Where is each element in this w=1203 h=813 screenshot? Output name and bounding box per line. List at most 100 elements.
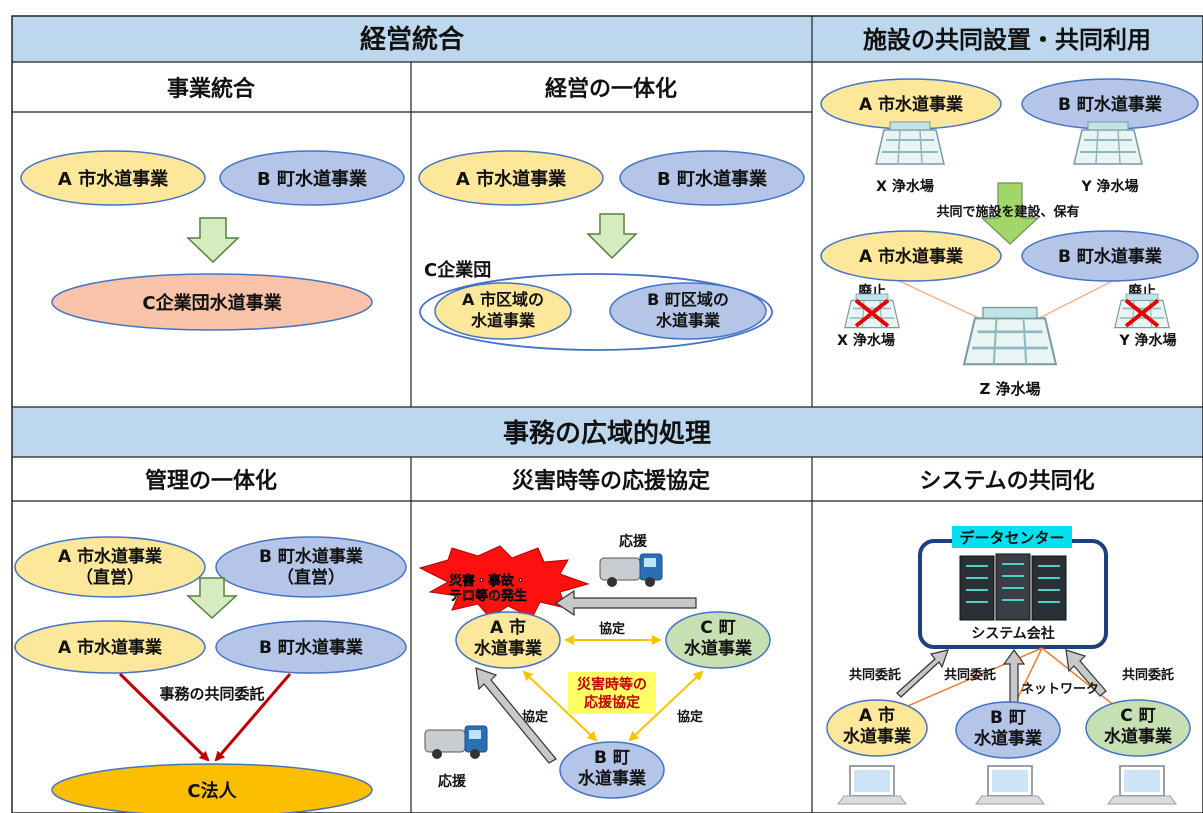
node-b-town-label-2: 水道事業 [974,728,1042,749]
header-facility-bg [812,16,1203,62]
node-b-town-label: B 町水道事業 [259,637,363,658]
agreement-label-left: 協定 [522,709,548,725]
node-a-city-direct-label-2: （直営） [76,567,144,588]
agreement-label-top: 協定 [599,621,625,637]
node-b-town-label-2: 水道事業 [578,768,646,789]
joint-arrow [980,182,1040,245]
node-b-town [955,701,1061,759]
node-a-city [20,150,206,206]
support-arrow-b-to-a [475,667,557,764]
node-a-area-label-2: 水道事業 [471,311,536,330]
datacenter-label: データセンター [959,529,1064,547]
node-b-area-label-2: 水道事業 [656,311,721,330]
subheader-system-sharing: システムの共同化 [919,468,1094,494]
node-a-city-label: A 市水道事業 [456,168,567,190]
x-plant-abolished-icon [843,293,901,329]
y-plant-abolished-icon [1114,293,1170,329]
consign-arrow-mid [1002,648,1026,707]
agreement-link-cb [628,670,704,742]
node-a-city-label-2: 水道事業 [843,726,911,747]
subheader-admin-unification: 管理の一体化 [145,468,277,494]
node-b-town-direct-label-1: B 町水道事業 [259,546,363,567]
node-b-town [619,150,805,206]
node-a-city-label: A 市水道事業 [58,168,169,190]
network-label: ネットワーク [1021,682,1099,697]
panel-system-sharing: データセンター システム会社 共同委託 共同委託 共同委託 ネットワー [826,526,1191,805]
node-a-city [455,611,561,669]
disaster-label-1: 災害・事故・ [449,573,527,589]
subheader-mgmt-unification: 経営の一体化 [545,76,677,102]
panel-disaster-agreement: 応援 災害・事故・ テロ等の発生 A 市 水道事業 C 町 水道事業 B 町 水… [418,533,771,799]
x-plant-label-2: X 浄水場 [837,332,895,349]
agreement-link-ab [522,670,598,742]
laptop-icon [837,765,907,805]
node-b-town [215,620,407,674]
y-plant-label: Y 浄水場 [1080,178,1138,195]
disaster-burst-icon [418,545,590,619]
node-b-town-direct [215,536,407,598]
center-label-2: 応援協定 [584,694,640,711]
consign-arrow-left [118,672,210,762]
panel-facility: A 市水道事業 B 町水道事業 X 浄水場 Y 浄水場 共同で施設を建設、保有 … [820,78,1199,398]
node-b-town-direct-label-2: （直営） [277,567,345,588]
node-c-town-label-2: 水道事業 [684,638,752,659]
node-c-group-label: C企業団水道事業 [142,292,282,314]
node-a-city-label: A 市水道事業 [58,637,162,658]
node-c-town [1085,699,1191,757]
company-label: システム会社 [971,625,1055,642]
node-c-group [51,273,373,331]
consign-label: 事務の共同委託 [159,685,264,703]
node-b-area [609,282,767,340]
node-b-town-label: B 町水道事業 [257,168,368,190]
disaster-label-2: テロ等の発生 [449,588,527,604]
node-b-area-label-1: B 町区域の [647,290,729,309]
node-a-city-direct-label-1: A 市水道事業 [58,546,162,567]
node-b-town-2-label: B 町水道事業 [1058,246,1162,267]
node-a-city-direct [14,536,206,598]
node-c-corp-label: C法人 [187,780,237,802]
support-label-bottom: 応援 [438,773,467,790]
node-c-town-label-2: 水道事業 [1104,726,1172,747]
panel-admin-unification: A 市水道事業 （直営） B 町水道事業 （直営） A 市水道事業 B 町水道事… [14,536,407,813]
z-plant-label: Z 浄水場 [979,380,1040,398]
node-a-city [826,699,928,757]
node-b-town [559,741,665,799]
node-a-area [434,282,572,340]
node-c-town [665,611,771,669]
node-a-city [418,150,604,206]
consign-label-left: 共同委託 [849,667,901,683]
group-label: C企業団 [424,259,491,281]
node-a-city-2 [820,230,1002,282]
node-a-city-label-1: A 市 [859,705,895,726]
table-grid [11,15,1203,813]
node-a-city [14,620,206,674]
node-b-town-label: B 町水道事業 [657,168,768,190]
node-a-area-label-1: A 市区域の [462,290,544,309]
joint-label: 共同で施設を建設、保有 [936,204,1079,220]
center-label-bg [568,672,656,714]
laptop-icon [1107,765,1177,805]
y-plant-label-2: Y 浄水場 [1118,332,1176,349]
node-a-city-label: A 市水道事業 [859,94,963,115]
header-merger-bg [12,16,812,62]
header-wide-area: 事務の広域的処理 [503,418,711,449]
node-c-town-label-1: C 町 [700,618,735,638]
header-wide-area-bg [12,407,1203,457]
header-facility: 施設の共同設置・共同利用 [863,26,1151,54]
server-rack-icon [959,553,1067,621]
header-merger: 経営統合 [360,24,465,55]
node-c-town-label-1: C 町 [1120,706,1155,726]
center-label-1: 災害時等の [577,676,647,693]
consign-label-mid: 共同委託 [944,667,996,683]
node-b-town-label-1: B 町 [990,708,1026,728]
x-plant-label: X 浄水場 [876,178,934,195]
truck-icon-bottom [424,725,488,760]
support-arrow-to-disaster [554,589,697,617]
support-label-top: 応援 [619,533,648,550]
node-b-town [219,150,405,206]
panel-business-merger: A 市水道事業 B 町水道事業 C企業団水道事業 [20,150,405,331]
laptop-icon [975,765,1045,805]
agreement-label-right: 協定 [677,709,703,725]
node-a-city-label-2: 水道事業 [474,638,542,659]
